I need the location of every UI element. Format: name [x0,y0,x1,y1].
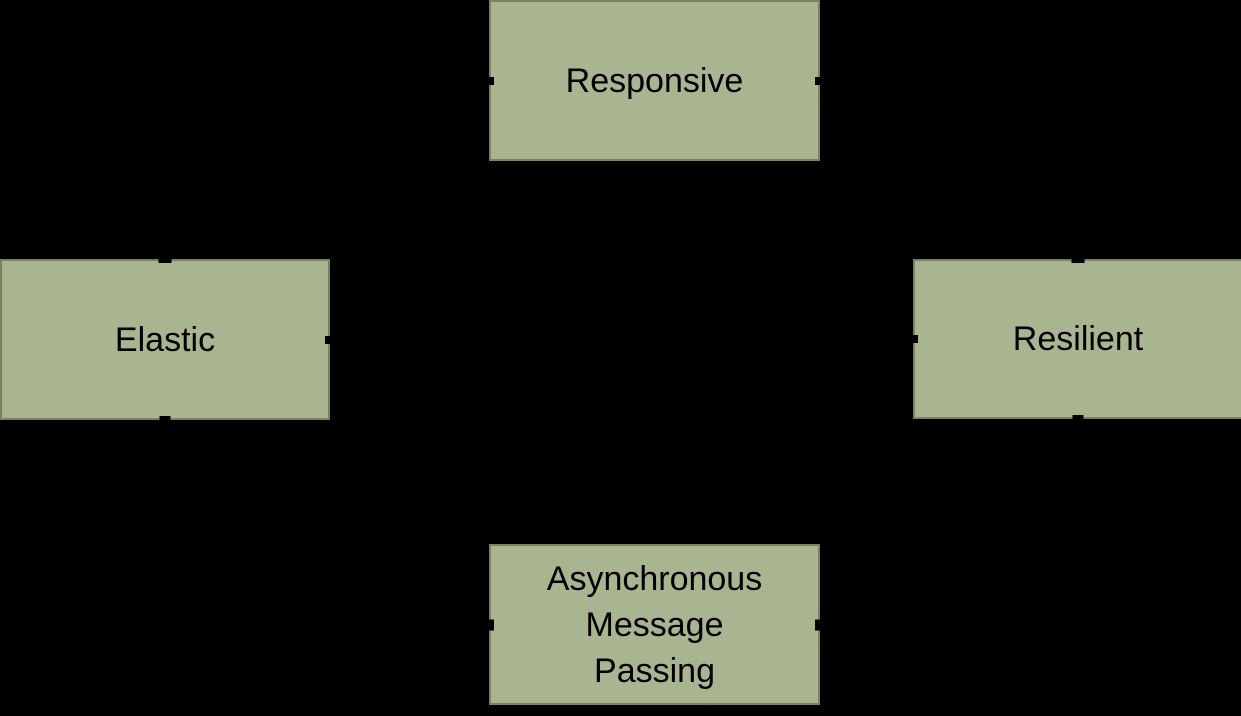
arrowhead-tip-icon [488,76,494,85]
node-resilient-label: Resilient [1012,320,1144,358]
node-async-label-line2: Message [585,605,724,644]
arrowhead-tip-icon [158,258,172,263]
arrowhead-tip-icon [815,76,821,85]
arrowhead-tip-icon [325,335,331,344]
node-resilient: Resilient [912,258,1241,420]
arrowhead-tip-icon [159,416,171,421]
arrowhead-tip-icon [1071,258,1085,263]
node-elastic-label: Elastic [114,320,216,359]
node-async-message-passing: Asynchronous Message Passing [488,544,821,705]
arrowhead-tip-icon [488,619,494,630]
node-async-label-line3: Passing [594,651,715,690]
node-responsive-label: Responsive [565,61,744,100]
arrowhead-tip-icon [815,619,821,630]
node-async-label-line1: Asynchronous [546,559,763,598]
arrowhead-tip-icon [912,335,918,343]
arrowhead-tip-icon [1072,415,1084,420]
node-responsive: Responsive [488,0,821,161]
node-elastic: Elastic [0,258,331,421]
